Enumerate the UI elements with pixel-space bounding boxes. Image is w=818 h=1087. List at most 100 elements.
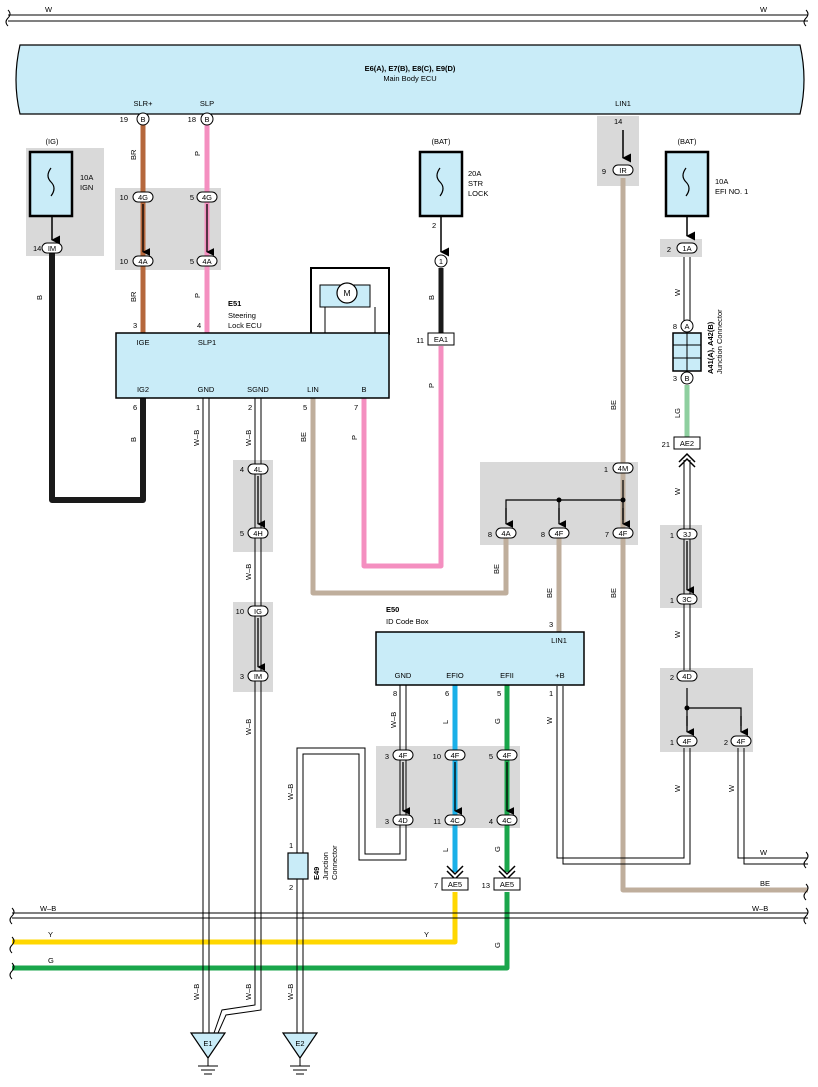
pin-num: 1 xyxy=(289,841,293,850)
pin-num: 3 xyxy=(385,817,389,826)
pin-lin1: LIN1 xyxy=(615,99,631,108)
pin-gnd: GND xyxy=(395,671,412,680)
ground-e1: E1 xyxy=(189,1032,227,1075)
sgnd-connectors: 4L 4 4H 5 W–B IG 10 IM 3 W–B xyxy=(236,463,269,735)
pin-num: 5 xyxy=(303,403,307,412)
connector-label: AE2 xyxy=(680,439,694,448)
connector-label: 4H xyxy=(253,529,263,538)
connector-label: B xyxy=(684,374,689,383)
connector-label: IR xyxy=(619,166,627,175)
jc-name: Junction Connector xyxy=(715,309,724,374)
ign-amp: 10A xyxy=(80,173,93,182)
connector-label: 4A xyxy=(501,529,510,538)
connector-label: 4L xyxy=(254,465,262,474)
wire-color-label: W–B xyxy=(244,564,253,580)
pin-num: 3 xyxy=(549,620,553,629)
e51-name2: Lock ECU xyxy=(228,321,262,330)
connector-label: 4G xyxy=(138,193,148,202)
wire-color-label: W–B xyxy=(752,904,768,913)
connector-label: 4M xyxy=(618,464,628,473)
connector-arrows xyxy=(142,204,749,815)
pin-ige: IGE xyxy=(137,338,150,347)
pin-num: 8 xyxy=(393,689,397,698)
lin1-connectors: 14 IR 9 BE xyxy=(602,117,634,410)
e50-lower-connectors: 4F 3 4F 10 4F 5 4D 3 4C 11 4C 4 L G AE5 … xyxy=(385,749,521,891)
connector-label: AE5 xyxy=(448,880,462,889)
connector-label: 4C xyxy=(502,816,512,825)
pin-num: 1 xyxy=(604,465,608,474)
wire-color-label: B xyxy=(427,295,436,300)
ground-label: E1 xyxy=(203,1039,212,1048)
pin-num: 14 xyxy=(33,244,41,253)
connector-label: 4G xyxy=(202,193,212,202)
double-wires xyxy=(12,257,808,1034)
pin-num: 19 xyxy=(120,115,128,124)
wire-color-label: BR xyxy=(129,149,138,160)
pin-num: 2 xyxy=(670,673,674,682)
pin-ig2: IG2 xyxy=(137,385,149,394)
str-lock-fuse: (BAT) 20A STR LOCK 2 1 B EA1 11 P xyxy=(416,137,488,388)
main-ecu-name: Main Body ECU xyxy=(383,74,436,83)
pin-num: 1 xyxy=(549,689,553,698)
pin-slp1: SLP1 xyxy=(198,338,216,347)
e49-code: E49 xyxy=(312,867,321,880)
pin-label: B xyxy=(140,115,145,124)
wire-color-label: W–B xyxy=(192,984,201,1000)
ign-name: IGN xyxy=(80,183,93,192)
pin-num: 10 xyxy=(120,257,128,266)
connector-label: 4F xyxy=(555,529,564,538)
pin-num: 3 xyxy=(133,321,137,330)
wire-color-label: BE xyxy=(492,564,501,574)
wire-color-label: P xyxy=(193,293,202,298)
connector-label: 4F xyxy=(683,737,692,746)
pin-num: 1 xyxy=(196,403,200,412)
wire-color-label: G xyxy=(493,846,502,852)
efi-amp: 10A xyxy=(715,177,728,186)
connector-label: 4A xyxy=(138,257,147,266)
e50-code: E50 xyxy=(386,605,399,614)
top-w-wire: W W xyxy=(5,5,809,27)
bat-source: (BAT) xyxy=(677,137,697,146)
connector-label: 4F xyxy=(737,737,746,746)
connector-label: 4D xyxy=(398,816,408,825)
e51-code: E51 xyxy=(228,299,241,308)
main-ecu-code: E6(A), E7(B), E8(C), E9(D) xyxy=(365,64,456,73)
connector-label: 4F xyxy=(399,751,408,760)
pin-num: 10 xyxy=(236,607,244,616)
e50-name: ID Code Box xyxy=(386,617,429,626)
wire-color-label: W–B xyxy=(286,784,295,800)
pin-num: 8 xyxy=(673,322,677,331)
wire-color-label: W xyxy=(673,630,682,638)
top-wire-label-right: W xyxy=(760,5,768,14)
wire-color-label: B xyxy=(35,295,44,300)
connector-label: 4F xyxy=(619,529,628,538)
connector-label: IM xyxy=(48,244,56,253)
e51-steering-lock-ecu: E51 Steering Lock ECU M 3 4 IGE SLP1 IG2… xyxy=(115,267,390,446)
pin-num: 10 xyxy=(120,193,128,202)
wire-color-label: W xyxy=(760,848,768,857)
pin-num: 1 xyxy=(670,596,674,605)
wire-color-label: BE xyxy=(545,588,554,598)
pin-num: 4 xyxy=(240,465,244,474)
pin-num: 10 xyxy=(433,752,441,761)
pin-num: 5 xyxy=(240,529,244,538)
pin-num: 5 xyxy=(190,193,194,202)
top-wire-label-left: W xyxy=(45,5,53,14)
wire-color-label: P xyxy=(427,383,436,388)
connector-label: EA1 xyxy=(434,335,448,344)
connector-label: IG xyxy=(254,607,262,616)
connector-label: 3C xyxy=(682,595,692,604)
ig-source: (IG) xyxy=(46,137,59,146)
str-name1: STR xyxy=(468,179,484,188)
pin-num: 7 xyxy=(434,881,438,890)
bat-source: (BAT) xyxy=(431,137,451,146)
connector-label: IM xyxy=(254,672,262,681)
wire-color-label: G xyxy=(493,718,502,724)
wire-color-label: L xyxy=(441,720,450,724)
pin-num: 5 xyxy=(489,752,493,761)
wire-color-label: W xyxy=(673,288,682,296)
connector-label: AE5 xyxy=(500,880,514,889)
connector-label: 4F xyxy=(451,751,460,760)
pin-num: 8 xyxy=(541,530,545,539)
pin-efio: EFIO xyxy=(446,671,464,680)
